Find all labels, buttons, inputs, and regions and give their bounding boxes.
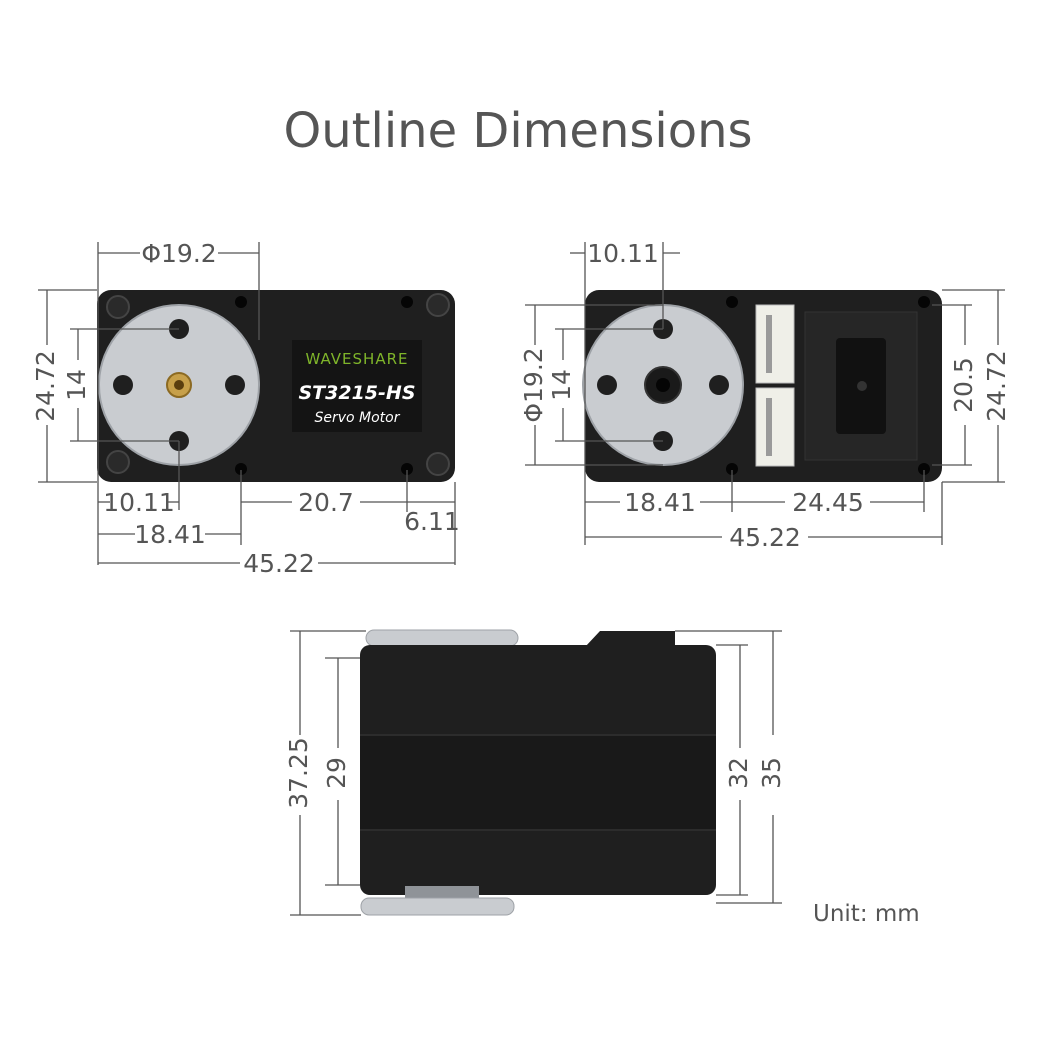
cable-cover — [585, 631, 675, 647]
back-top-label: 10.11 — [587, 239, 659, 268]
front-width-label: 45.22 — [243, 549, 315, 578]
front-height-label: 24.72 — [31, 350, 60, 422]
screw-icon — [726, 296, 930, 475]
back-diameter-label: Φ19.2 — [519, 347, 548, 422]
front-view: WAVESHARE ST3215-HS Servo Motor — [31, 239, 460, 578]
front-hole-spacing-label: 14 — [62, 369, 91, 401]
front-d3-label: 6.11 — [404, 507, 460, 536]
brand-logo: WAVESHARE — [305, 350, 408, 368]
model-name: ST3215-HS — [299, 382, 416, 404]
front-d1-label: 10.11 — [103, 488, 175, 517]
front-diameter-label: Φ19.2 — [141, 239, 216, 268]
back-inner-height-label: 20.5 — [949, 357, 978, 413]
back-view: 10.11 Φ19.2 14 20.5 24.72 18.41 24.45 45… — [519, 239, 1011, 552]
screw-icon — [106, 293, 450, 476]
back-width-label: 45.22 — [729, 523, 801, 552]
side-body-label: 29 — [322, 757, 351, 789]
side-view: 37.25 29 32 35 — [284, 629, 786, 916]
servo-horn-side-bottom — [360, 886, 515, 916]
servo-horn-back — [582, 304, 744, 466]
side-total-label: 37.25 — [284, 737, 313, 809]
body-band — [360, 735, 716, 830]
side-outer-label: 35 — [757, 757, 786, 789]
unit-label: Unit: mm — [813, 901, 920, 927]
back-hole-spacing-label: 14 — [547, 369, 576, 401]
connector-icon — [755, 304, 795, 467]
side-inner-label: 32 — [724, 757, 753, 789]
back-d1-label: 18.41 — [624, 488, 696, 517]
front-d2-label: 20.7 — [298, 488, 354, 517]
product-label: WAVESHARE ST3215-HS Servo Motor — [292, 340, 422, 432]
back-d2-label: 24.45 — [792, 488, 864, 517]
page-title: Outline Dimensions — [283, 103, 752, 159]
model-subtitle: Servo Motor — [314, 410, 400, 426]
back-height-label: 24.72 — [982, 350, 1011, 422]
front-d4-label: 18.41 — [134, 520, 206, 549]
servo-horn-front — [98, 304, 260, 466]
